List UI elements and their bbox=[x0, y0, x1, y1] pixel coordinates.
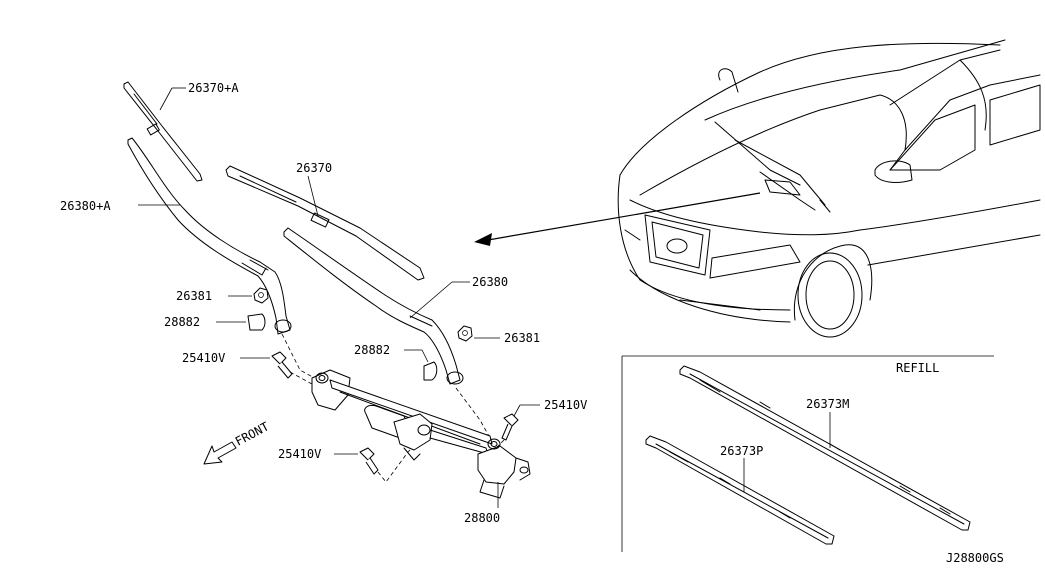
label-diagram-code: J28800GS bbox=[946, 551, 1004, 565]
wiper-blade-passenger bbox=[123, 81, 203, 182]
label-wiper-blade-passenger: 26370+A bbox=[188, 81, 239, 95]
label-linkage-assembly: 28800 bbox=[464, 511, 500, 525]
label-cap-left: 28882 bbox=[164, 315, 200, 329]
cap-left bbox=[247, 313, 266, 331]
label-wiper-arm-passenger: 26380+A bbox=[60, 199, 111, 213]
refill-short bbox=[645, 435, 835, 545]
label-refill-short: 26373P bbox=[720, 444, 763, 458]
refill-box bbox=[621, 355, 994, 552]
label-bolt-upper-left: 25410V bbox=[182, 351, 225, 365]
label-wiper-blade-driver: 26370 bbox=[296, 161, 332, 175]
linkage-assembly bbox=[311, 369, 531, 499]
wiper-blade-driver bbox=[225, 165, 425, 281]
refill-long bbox=[679, 365, 971, 531]
label-refill-long: 26373M bbox=[806, 397, 849, 411]
front-arrow-icon bbox=[203, 441, 237, 465]
label-wiper-arm-driver: 26380 bbox=[472, 275, 508, 289]
nut-left bbox=[253, 287, 269, 304]
nut-right bbox=[457, 325, 473, 342]
cap-right bbox=[423, 361, 438, 381]
bolt-upper-left bbox=[271, 351, 293, 379]
label-nut-left: 26381 bbox=[176, 289, 212, 303]
label-nut-right: 26381 bbox=[504, 331, 540, 345]
label-bolt-right: 25410V bbox=[544, 398, 587, 412]
wiper-arm-passenger bbox=[127, 137, 292, 335]
label-bolt-lower: 25410V bbox=[278, 447, 321, 461]
wiper-arm-driver bbox=[283, 227, 464, 385]
bolt-lower bbox=[359, 447, 379, 475]
vehicle-illustration bbox=[617, 39, 1041, 338]
label-front: FRONT bbox=[233, 419, 271, 448]
label-refill-header: REFILL bbox=[896, 361, 939, 375]
bolt-right bbox=[501, 413, 519, 441]
label-cap-right: 28882 bbox=[354, 343, 390, 357]
pointer-arrow bbox=[474, 192, 761, 246]
